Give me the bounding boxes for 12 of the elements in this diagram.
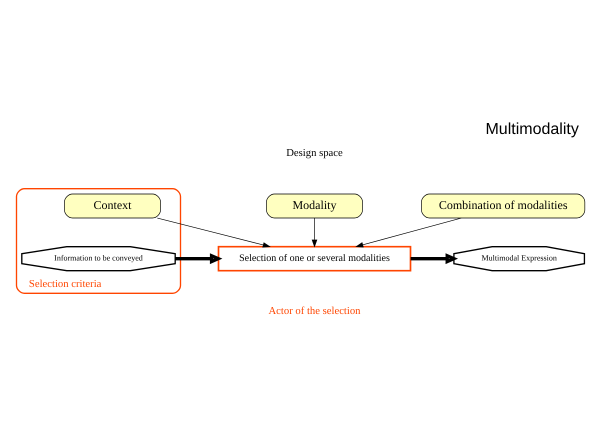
node-label: Actor of the selection bbox=[268, 306, 361, 317]
node-box: Modality bbox=[266, 194, 363, 218]
label: Design space bbox=[286, 148, 343, 159]
arrow bbox=[355, 218, 462, 248]
node-box: Combination of modalities bbox=[421, 194, 586, 218]
node-box: Context bbox=[64, 194, 161, 218]
node-box: Selection of one or several modalities bbox=[218, 246, 412, 272]
arrow bbox=[175, 253, 222, 264]
arrow bbox=[157, 218, 271, 248]
diagram-title: Multimodality bbox=[485, 121, 579, 138]
arrow bbox=[312, 218, 318, 248]
arrow bbox=[410, 253, 458, 264]
